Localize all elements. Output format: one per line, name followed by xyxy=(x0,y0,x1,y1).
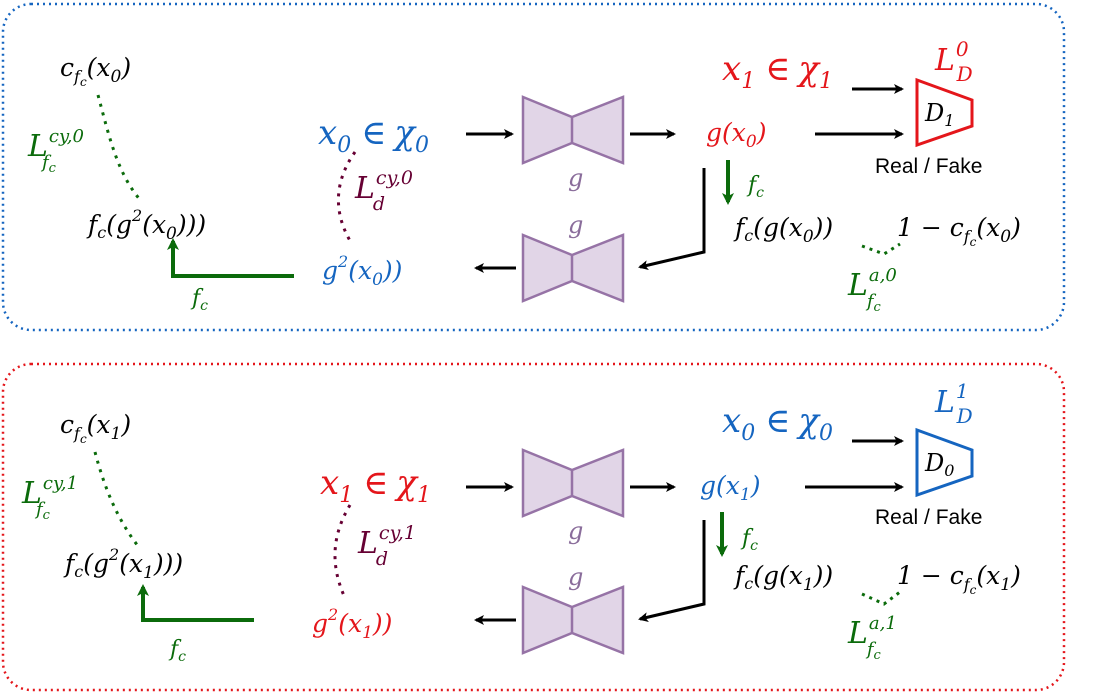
fc-label-output: fc xyxy=(740,526,758,554)
generator-forward-shape xyxy=(521,95,625,165)
generated-output-label: g(x1) xyxy=(700,471,760,505)
real-fake-label: Real / Fake xyxy=(875,506,982,529)
domain-cycle-loss-link xyxy=(336,151,357,245)
discriminator-label: D0 xyxy=(924,449,954,480)
real-fake-label: Real / Fake xyxy=(875,155,982,178)
fc-arrow-reconstruction xyxy=(137,584,254,622)
classifier-cycle-loss-link xyxy=(96,94,144,203)
one-minus-confidence-label: 1 − cfc(x0) xyxy=(897,213,1021,249)
classifier-on-generated-label: fc(g(x1)) xyxy=(733,561,833,595)
generator-forward-label: g xyxy=(568,164,583,192)
panel-top-border xyxy=(1,2,1066,332)
fc-arrow-reconstruction xyxy=(167,238,294,278)
one-minus-confidence-label: 1 − cfc(x1) xyxy=(897,561,1021,597)
generator-backward-label: g xyxy=(568,211,583,239)
input-domain-label: x0∈χ0 xyxy=(318,113,429,158)
adversarial-loss-link xyxy=(861,242,901,256)
discriminator-label: D1 xyxy=(924,99,954,130)
confidence-label: cfc(x1) xyxy=(60,410,131,446)
arrow-return-to-backward-generator xyxy=(638,520,706,623)
generator-forward-shape xyxy=(521,448,625,518)
classifier-on-reconstruction-label: fc(g2(x0))) xyxy=(86,206,206,244)
input-domain-label: x1∈χ1 xyxy=(320,463,431,508)
classifier-on-generated-label: fc(g(x0)) xyxy=(733,213,833,247)
generator-backward-label: g xyxy=(568,563,583,591)
classifier-on-reconstruction-label: fc(g2(x1))) xyxy=(63,545,183,583)
target-domain-label: x1∈χ1 xyxy=(722,49,833,94)
fc-label-output: fc xyxy=(746,173,764,201)
fc-label-reconstruction: fc xyxy=(190,286,208,314)
panel-bottom-border xyxy=(1,362,1066,692)
confidence-label: cfc(x0) xyxy=(60,53,131,89)
arrow-return-to-backward-generator xyxy=(638,168,706,271)
discriminator-shape xyxy=(915,77,974,148)
classifier-cycle-loss-link xyxy=(93,451,140,547)
generator-backward-shape xyxy=(521,585,625,655)
generator-backward-shape xyxy=(521,233,625,303)
generated-output-label: g(x0) xyxy=(706,118,766,152)
adversarial-loss-link xyxy=(861,590,901,606)
generator-forward-label: g xyxy=(568,517,583,545)
domain-cycle-loss-link xyxy=(333,504,352,599)
target-domain-label: x0∈χ0 xyxy=(722,401,833,446)
reconstruction-label: g2(x1)) xyxy=(312,605,392,643)
discriminator-shape xyxy=(915,427,974,498)
fc-label-reconstruction: fc xyxy=(168,637,186,665)
reconstruction-label: g2(x0)) xyxy=(322,252,402,290)
